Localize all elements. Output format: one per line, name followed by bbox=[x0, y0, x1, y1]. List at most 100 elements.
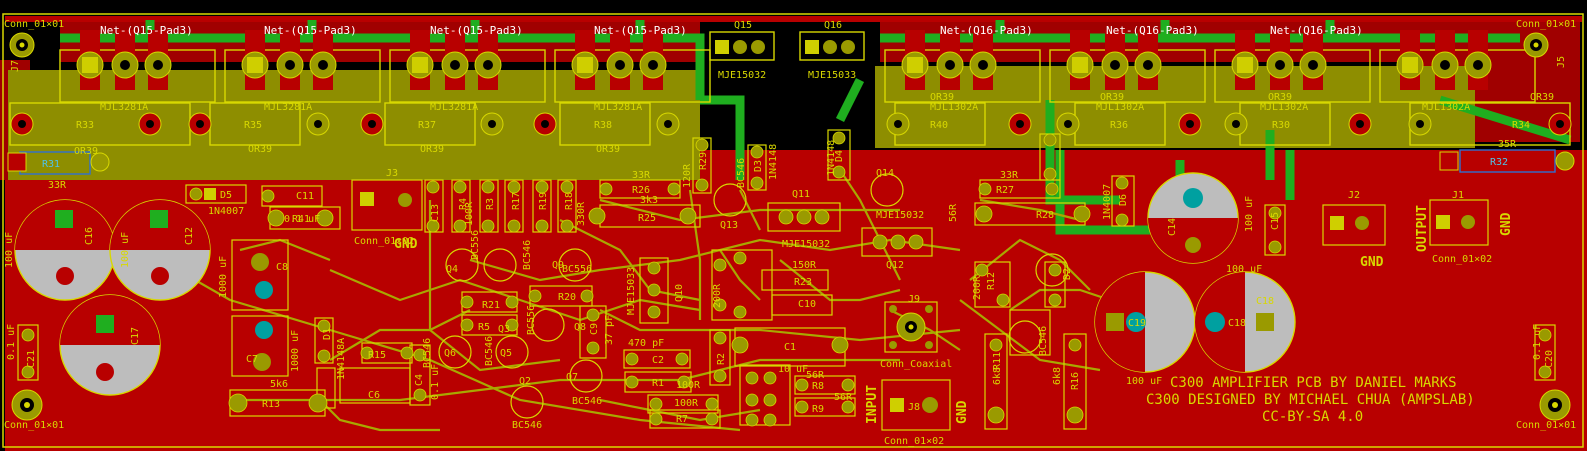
capacitor-labels: C16 C12 C17 100 uF 100 uF C8 C7 1000 uF … bbox=[4, 191, 1555, 401]
ref-label: J3 bbox=[386, 168, 398, 179]
net-label: Net-(Q15-Pad3) bbox=[264, 24, 357, 37]
power-transistors-right bbox=[884, 30, 1536, 103]
value-label: 56R bbox=[806, 370, 825, 381]
input-label: INPUT bbox=[865, 385, 880, 424]
ref-label: R19 bbox=[538, 192, 549, 210]
value-label: 1N4007 bbox=[1102, 184, 1113, 220]
ref-label: R8 bbox=[812, 381, 824, 392]
ref-label: R4 bbox=[458, 198, 469, 210]
value-label: BC546 bbox=[422, 338, 433, 368]
part-label: MJL1302A bbox=[930, 102, 978, 113]
ref-label: D1 bbox=[322, 328, 333, 340]
ref-label: R41 bbox=[292, 214, 310, 225]
value-label: 100R bbox=[464, 201, 475, 226]
mounting-holes bbox=[9, 32, 1571, 421]
value-label: 1000 uF bbox=[290, 330, 301, 372]
ref-label: R5 bbox=[478, 322, 490, 333]
net-label: Net-(Q15-Pad3) bbox=[430, 24, 523, 37]
value-label: 150R bbox=[792, 260, 817, 271]
output-label: OUTPUT bbox=[1415, 205, 1430, 252]
net-label: Net-(Q16-Pad3) bbox=[940, 24, 1033, 37]
ref-label: Q7 bbox=[566, 372, 578, 383]
gnd-label: GND bbox=[394, 237, 418, 252]
coaxial-connector bbox=[889, 305, 933, 349]
ref-label: Q12 bbox=[886, 260, 904, 271]
value-label: OR39 bbox=[596, 144, 620, 155]
ref-label: C15 bbox=[1270, 212, 1281, 230]
ref-label: C6 bbox=[368, 390, 380, 401]
ref-label: J5 bbox=[1556, 56, 1567, 68]
gnd-label: GND bbox=[1499, 212, 1514, 236]
value-label: 56R bbox=[948, 203, 959, 222]
net-label: Net-(Q15-Pad3) bbox=[594, 24, 687, 37]
part-label: MJL1302A bbox=[1422, 102, 1470, 113]
ref-label: C14 bbox=[1167, 218, 1178, 236]
ref-label: C9 bbox=[589, 323, 600, 335]
transistor-part-labels: MJL3281A MJL3281A MJL3281A MJL3281A MJL1… bbox=[100, 20, 1470, 113]
value-label: MJE15032 bbox=[876, 210, 924, 221]
value-label: 6k8 bbox=[992, 367, 1003, 385]
ref-label: C13 bbox=[430, 204, 441, 222]
power-transistors-left bbox=[59, 30, 711, 103]
ref-label: Q15 bbox=[734, 20, 752, 31]
component-pads bbox=[21, 131, 1552, 427]
value-label: 33R bbox=[632, 170, 651, 181]
ref-label: Q8 bbox=[574, 322, 586, 333]
ref-label: R36 bbox=[1110, 120, 1128, 131]
value-label: BC546 bbox=[512, 420, 542, 431]
value-label: OR39 bbox=[1100, 92, 1124, 103]
connector-label: Conn_01×01 bbox=[4, 19, 64, 30]
ref-label: R25 bbox=[638, 213, 656, 224]
value-label: 33R bbox=[1000, 170, 1019, 181]
value-label: 200R bbox=[972, 275, 983, 300]
value-label: BC556 bbox=[562, 264, 592, 275]
ref-label: Q14 bbox=[876, 168, 894, 179]
connector-label: Conn_01×01 bbox=[1516, 420, 1576, 431]
part-label: MJL1302A bbox=[1260, 102, 1308, 113]
value-label: 100R bbox=[676, 380, 701, 391]
ref-label: C1 bbox=[784, 342, 796, 353]
ref-label: R9 bbox=[812, 404, 824, 415]
value-label: 5k6 bbox=[270, 379, 288, 390]
ref-label: R33 bbox=[76, 120, 94, 131]
ref-label: R3 bbox=[485, 198, 496, 210]
value-label: OR39 bbox=[930, 92, 954, 103]
board-outline bbox=[2, 13, 1584, 448]
ref-label: D6 bbox=[1118, 194, 1129, 206]
value-label: 1N4007 bbox=[208, 206, 244, 217]
value-label: 0.1 uF bbox=[6, 324, 17, 360]
ref-label: Q10 bbox=[674, 284, 685, 302]
value-label: 10 uF bbox=[778, 364, 808, 375]
value-label: BC546 bbox=[572, 396, 602, 407]
value-label: 100 uF bbox=[4, 232, 15, 268]
ref-label: R30 bbox=[1272, 120, 1290, 131]
connector-label: Conn_Coaxial bbox=[880, 359, 952, 370]
ref-label: C18 bbox=[1256, 296, 1274, 307]
misc-labels: D5 1N4007 D3 D4 1N4148 1N4148 D6 1N4007 … bbox=[4, 19, 1576, 447]
driver-transistors-top bbox=[709, 31, 865, 61]
part-label: MJE15033 bbox=[808, 70, 856, 81]
resistors-r31-r32 bbox=[7, 149, 1575, 175]
value-label: MJE15032 bbox=[782, 239, 830, 250]
ref-label: J2 bbox=[1348, 190, 1360, 201]
value-label: OR39 bbox=[74, 146, 98, 157]
ref-label: R13 bbox=[262, 399, 280, 410]
ref-label: C11 bbox=[296, 191, 314, 202]
value-label: 100 uF bbox=[1126, 376, 1162, 387]
value-label: BC556 bbox=[470, 230, 481, 260]
value-label: 100 uF bbox=[120, 232, 131, 268]
ref-label: C2 bbox=[652, 355, 664, 366]
ref-label: R27 bbox=[996, 185, 1014, 196]
value-label: 1N4148 bbox=[768, 144, 779, 180]
value-label: 470 pF bbox=[628, 338, 664, 349]
ref-label: R20 bbox=[558, 292, 576, 303]
net-label: Net-(Q16-Pad3) bbox=[1106, 24, 1199, 37]
ref-label: Q5 bbox=[500, 348, 512, 359]
net-labels: Net-(Q15-Pad3) Net-(Q15-Pad3) Net-(Q15-P… bbox=[100, 24, 1363, 37]
value-label: 0.1 uF bbox=[284, 214, 320, 225]
ref-label: J7 bbox=[10, 60, 21, 72]
ref-label: R12 bbox=[986, 272, 997, 290]
ref-label: Q16 bbox=[824, 20, 842, 31]
value-label: BC546 bbox=[522, 240, 533, 270]
value-label: 330R bbox=[576, 201, 587, 226]
